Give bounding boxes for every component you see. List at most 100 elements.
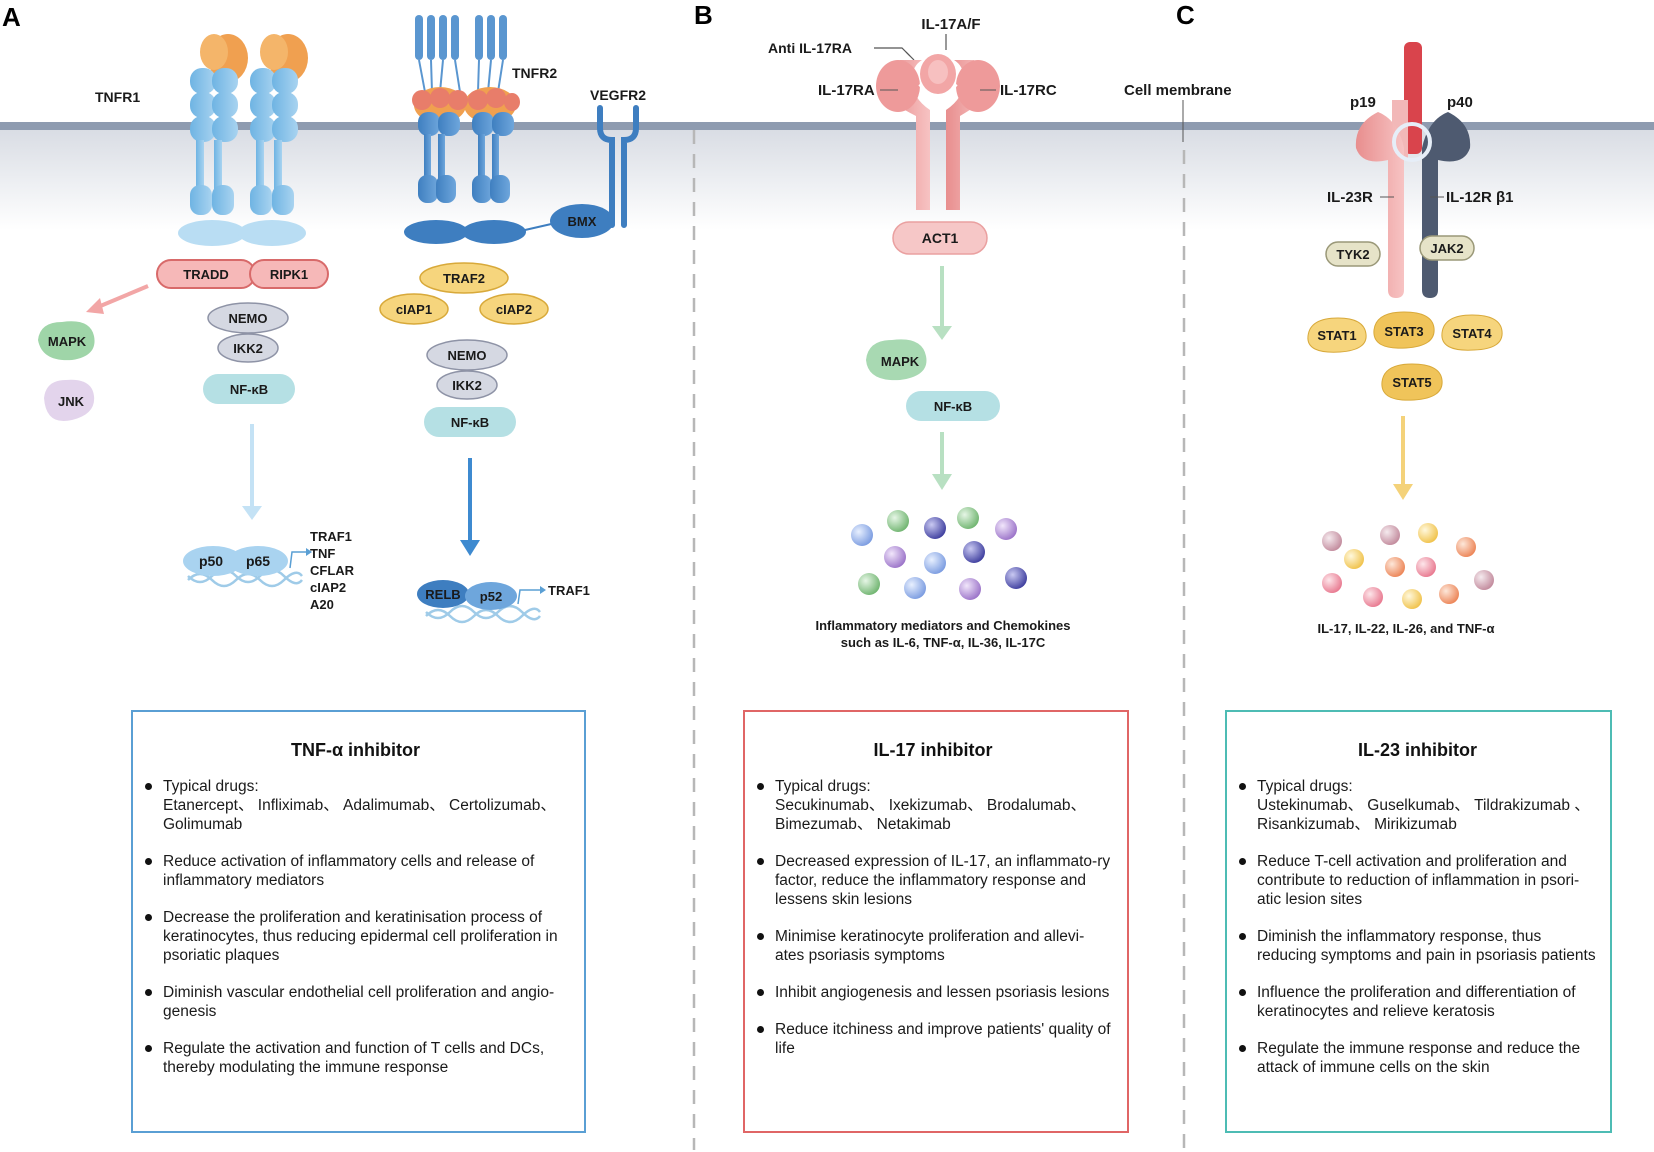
il17rc-label: IL-17RC	[1000, 82, 1057, 99]
mediators-label-line2: such as IL-6, TNF-α, IL-36, IL-17C	[841, 635, 1046, 650]
transcription-arrowhead-1	[306, 548, 312, 556]
traf2-node	[419, 262, 509, 294]
list-item: Decreased expression of IL-17, an inflam…	[755, 852, 1111, 909]
tyk2-node	[1325, 241, 1381, 267]
traf1-target-label: TRAF1	[548, 583, 590, 598]
drugs-intro: Typical drugs:	[163, 778, 259, 795]
arrowhead-cytokines	[1393, 484, 1413, 500]
list-item: Inhibit angiogenesis and lessen psoriasi…	[755, 983, 1111, 1002]
p50-node	[183, 546, 243, 576]
p65-node	[228, 546, 288, 576]
ripk1-label: RIPK1	[270, 267, 308, 282]
stat4-label: STAT4	[1452, 326, 1492, 341]
act1-node	[892, 221, 988, 255]
list-item: Influence the proliferation and differen…	[1237, 983, 1598, 1021]
nemo-label-2: NEMO	[448, 348, 487, 363]
cytokines-label: IL-17, IL-22, IL-26, and TNF-α	[1317, 621, 1494, 636]
ciap1-node	[379, 293, 449, 325]
mapk-label-b: MAPK	[881, 354, 920, 369]
relb-label: RELB	[425, 587, 460, 602]
il23-inhibitor-box: IL-23 inhibitor Typical drugs:Ustekinuma…	[1225, 710, 1612, 1133]
mediator-balls-b	[851, 507, 1027, 600]
list-item: Typical drugs:Ustekinumab、 Guselkumab、 T…	[1237, 777, 1598, 834]
nemo-node-2	[426, 339, 508, 371]
il17af-label: IL-17A/F	[921, 16, 980, 33]
drug-names: Etanercept、 Infliximab、 Adalimumab、 Cert…	[163, 797, 556, 833]
p65-label: p65	[246, 553, 270, 569]
il23-inhibitor-title: IL-23 inhibitor	[1358, 740, 1477, 760]
il23r-label: IL-23R	[1327, 189, 1373, 206]
arrowhead-mapk	[86, 298, 104, 314]
tnfr1-label: TNFR1	[95, 89, 140, 105]
stat5-node	[1381, 363, 1443, 401]
tnf-inhibitor-box: TNF-α inhibitor Typical drugs:Etanercept…	[131, 710, 586, 1133]
nemo-node-1	[207, 302, 289, 334]
p52-label: p52	[480, 589, 502, 604]
tnfr1-receptor	[178, 34, 308, 246]
drugs-intro: Typical drugs:	[1257, 778, 1353, 795]
ikk2-label-1: IKK2	[233, 341, 263, 356]
target-gene: CFLAR	[310, 563, 355, 578]
list-item: Regulate the activation and function of …	[143, 1039, 568, 1077]
ikk2-node-2	[436, 370, 498, 400]
il17ra-label: IL-17RA	[818, 82, 875, 99]
p19-label: p19	[1350, 94, 1376, 111]
ikk2-label-2: IKK2	[452, 378, 482, 393]
il23-inhibitor-list: Typical drugs:Ustekinumab、 Guselkumab、 T…	[1237, 777, 1598, 1077]
list-item: Diminish the inflammatory response, thus…	[1237, 927, 1598, 965]
target-gene: A20	[310, 597, 334, 612]
list-item: Reduce T-cell activation and proliferati…	[1237, 852, 1598, 909]
vegfr2-receptor	[524, 105, 639, 238]
tnfr2-label: TNFR2	[512, 65, 557, 81]
stat4-node	[1441, 314, 1503, 351]
p50-label: p50	[199, 553, 223, 569]
mapk-label: MAPK	[48, 334, 87, 349]
nfkb-label-1: NF-κB	[230, 382, 268, 397]
vegfr2-label: VEGFR2	[590, 87, 646, 103]
ciap1-label: cIAP1	[396, 302, 432, 317]
il17-inhibitor-box: IL-17 inhibitor Typical drugs:Secukinuma…	[743, 710, 1129, 1133]
il17-inhibitor-list: Typical drugs:Secukinumab、 Ixekizumab、 B…	[755, 777, 1111, 1058]
nfkb-label-b: NF-κB	[934, 399, 972, 414]
p52-node	[465, 582, 517, 610]
mediators-label-line1: Inflammatory mediators and Chemokines	[815, 618, 1070, 633]
nfkb-node-b	[906, 391, 1000, 421]
il17-inhibitor-title: IL-17 inhibitor	[873, 740, 993, 760]
target-gene: TNF	[310, 546, 335, 561]
arrowhead-dna-2	[460, 540, 480, 556]
arrowhead-mapk-b	[932, 326, 952, 340]
arrowhead-mediators	[932, 474, 952, 490]
relb-node	[417, 580, 469, 608]
jak2-node	[1419, 235, 1475, 261]
target-gene: cIAP2	[310, 580, 346, 595]
act1-label: ACT1	[922, 230, 959, 246]
tradd-label: TRADD	[183, 267, 229, 282]
nfkb-label-2: NF-κB	[451, 415, 489, 430]
cell-membrane-label: Cell membrane	[1124, 82, 1232, 99]
stat3-node	[1373, 311, 1435, 349]
tnfr2-receptor	[404, 15, 526, 244]
transcription-arrowhead-2	[540, 586, 546, 594]
mapk-blob-b	[866, 339, 927, 381]
membrane-line	[0, 122, 1654, 130]
stat3-label: STAT3	[1384, 324, 1423, 339]
list-item: Decrease the proliferation and keratinis…	[143, 908, 568, 965]
ciap2-label: cIAP2	[496, 302, 532, 317]
dna-helix-2	[425, 604, 541, 624]
panel-letter-c: C	[1176, 0, 1195, 30]
arrowhead-dna-1	[242, 506, 262, 520]
anti-il17ra-pointer	[874, 47, 911, 57]
stat1-label: STAT1	[1317, 328, 1356, 343]
traf2-label: TRAF2	[443, 271, 485, 286]
il17-receptor	[876, 54, 1000, 210]
target-gene-list: TRAF1 TNF CFLAR cIAP2 A20	[310, 529, 355, 612]
anti-il17ra-block	[905, 51, 915, 61]
list-item: Minimise keratinocyte proliferation and …	[755, 927, 1111, 965]
nfkb-node-1	[203, 374, 295, 404]
stat5-label: STAT5	[1392, 375, 1431, 390]
il12rb1-label: IL-12R β1	[1446, 189, 1514, 206]
tnf-inhibitor-list: Typical drugs: Etanercept、 Infliximab、 Ad…	[143, 777, 568, 1077]
drugs-intro: Typical drugs:	[775, 778, 871, 795]
transcription-arrow-1	[289, 551, 306, 569]
